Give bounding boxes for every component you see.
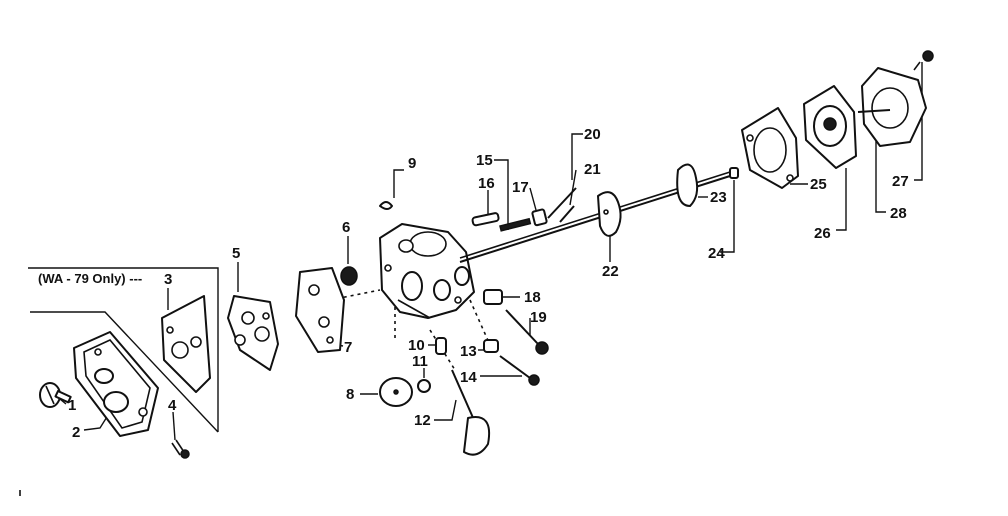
part-26-diaphragm [803, 85, 857, 169]
callout-19: 19 [530, 309, 547, 326]
callout-8: 8 [346, 386, 354, 403]
part-28-cover [857, 67, 927, 147]
part-7-gasket [295, 267, 345, 353]
callout-10: 10 [408, 337, 425, 354]
part-5-pump-diaphragm [227, 295, 279, 371]
part-3-gasket [161, 295, 211, 393]
carburetor-body [379, 223, 475, 319]
part-10-fuel-needle [435, 337, 447, 355]
wa79-note: (WA - 79 Only) --- [38, 271, 142, 286]
callout-28: 28 [890, 205, 907, 222]
part-13-spring [483, 339, 499, 353]
part-8-welch-plug [379, 377, 413, 407]
part-14-screw [499, 355, 540, 386]
callout-14: 14 [460, 369, 477, 386]
part-27-screw [913, 50, 934, 71]
part-24-screw [729, 167, 739, 179]
part-18-fitting [483, 289, 503, 305]
callout-9: 9 [408, 155, 416, 172]
callout-16: 16 [478, 175, 495, 192]
callout-labels: (WA - 79 Only) --- 1 2 3 4 5 6 7 8 9 10 … [38, 126, 909, 441]
callout-2: 2 [72, 424, 80, 441]
callout-24: 24 [708, 245, 725, 262]
part-12-metering-lever [451, 369, 490, 456]
callout-20: 20 [584, 126, 601, 143]
part-4-screw [171, 439, 190, 459]
part-20-21-pins [547, 187, 577, 223]
callout-17: 17 [512, 179, 529, 196]
callout-21: 21 [584, 161, 601, 178]
callout-5: 5 [232, 245, 240, 262]
callout-23: 23 [710, 189, 727, 206]
callout-25: 25 [810, 176, 827, 193]
callout-12: 12 [414, 412, 431, 429]
callout-1: 1 [68, 397, 76, 414]
callout-3: 3 [164, 271, 172, 288]
part-6-screen [340, 266, 358, 286]
part-23-choke-plate [676, 163, 699, 207]
callout-27: 27 [892, 173, 909, 190]
callout-11: 11 [412, 353, 428, 370]
callout-26: 26 [814, 225, 831, 242]
part-9-clip [379, 201, 393, 210]
callout-18: 18 [524, 289, 541, 306]
callout-4: 4 [168, 397, 177, 414]
part-11-needle-seat [417, 379, 431, 393]
part-2-pump-cover [73, 331, 159, 437]
callout-6: 6 [342, 219, 350, 236]
part-22-throttle-plate [597, 191, 622, 237]
callout-15: 15 [476, 152, 493, 169]
part-1-screw [39, 382, 72, 408]
callout-22: 22 [602, 263, 619, 280]
part-15-16-17-needles [471, 208, 548, 232]
part-19-screw [505, 309, 549, 355]
part-25-gasket [741, 107, 799, 189]
callout-13: 13 [460, 343, 477, 360]
callout-7: 7 [344, 339, 352, 356]
